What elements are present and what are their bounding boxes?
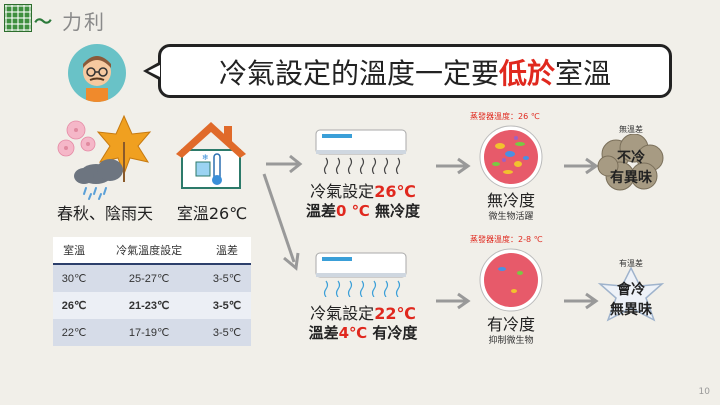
bottom-diff: 溫差4℃ 有冷度 (292, 322, 434, 343)
top-evap-sub: 微生物活躍 (488, 212, 534, 222)
table-cell: 26℃ (53, 292, 96, 319)
top-diff-prefix: 溫差 (305, 202, 336, 220)
weather-label: 春秋、陰雨天 (56, 204, 153, 223)
house-icon: ❄ (174, 118, 248, 190)
top-diff: 溫差0 ℃ 無冷度 (292, 200, 434, 221)
table-header: 室溫 (53, 237, 96, 265)
headline-suffix: 室溫 (555, 57, 612, 90)
microbe-petri-dish-icon (478, 124, 544, 190)
bottom-ac-prefix: 冷氣設定 (310, 304, 375, 323)
bottom-result-tag: 有溫差 (619, 259, 643, 268)
headline-highlight: 低於 (498, 57, 555, 90)
table-cell: 17-19℃ (95, 319, 203, 346)
brand-logo-text: 力利 (62, 10, 106, 34)
table-row: 30℃ 25-27℃ 3-5℃ (53, 264, 251, 292)
bottom-result-1: 會冷 (617, 282, 645, 298)
table-cell: 3-5℃ (203, 264, 251, 292)
bottom-evaporator-temp: 蒸發器溫度：2-8 ℃ (470, 235, 543, 244)
microbe-petri-dish-icon (478, 247, 544, 313)
bottom-evap-sub: 抑制微生物 (488, 336, 534, 346)
top-result-2: 有異味 (610, 170, 652, 186)
arrow-right-icon (432, 156, 472, 176)
table-header: 溫差 (203, 237, 251, 265)
table-cell: 25-27℃ (95, 264, 203, 292)
table-row: 22℃ 17-19℃ 3-5℃ (53, 319, 251, 346)
top-diff-value: 0 ℃ (335, 202, 370, 220)
table-cell: 3-5℃ (203, 319, 251, 346)
bottom-diff-value: 4℃ (338, 324, 368, 342)
top-ac-setting: 冷氣設定26℃ (292, 178, 434, 202)
wave-logo-icon: 〜 (34, 12, 52, 33)
fresh-star-icon (594, 266, 668, 326)
table-row: 26℃ 21-23℃ 3-5℃ (53, 292, 251, 319)
bottom-diff-suffix: 有冷度 (372, 324, 418, 342)
top-ac-value: 26℃ (374, 182, 416, 201)
top-diff-suffix: 無冷度 (375, 202, 421, 220)
table-header: 冷氣溫度設定 (95, 237, 203, 265)
room-temp-label: 室溫26℃ (176, 204, 248, 223)
headline: 冷氣設定的溫度一定要低於室溫 (160, 52, 670, 92)
top-result-1: 不冷 (617, 150, 645, 166)
headline-prefix: 冷氣設定的溫度一定要 (218, 57, 499, 90)
table-cell: 30℃ (53, 264, 96, 292)
bottom-evap-title: 有冷度 (486, 315, 535, 334)
page-number: 10 (698, 387, 710, 397)
svg-text:❄: ❄ (202, 153, 209, 162)
top-evaporator-temp: 蒸發器溫度：26 ℃ (470, 112, 540, 121)
arrow-right-icon (560, 291, 600, 311)
arrow-right-icon (560, 156, 600, 176)
top-evap-title: 無冷度 (486, 191, 535, 210)
branch-arrows (256, 150, 306, 280)
bottom-ac-value: 22℃ (374, 304, 416, 323)
bottom-ac-setting: 冷氣設定22℃ (292, 300, 434, 324)
table-cell: 21-23℃ (95, 292, 203, 319)
bottom-result-2: 無異味 (610, 302, 652, 318)
table-cell: 22℃ (53, 319, 96, 346)
table-cell: 3-5℃ (203, 292, 251, 319)
presenter-avatar (68, 44, 126, 102)
top-result-tag: 無溫差 (619, 125, 643, 134)
temperature-table: 室溫 冷氣溫度設定 溫差 30℃ 25-27℃ 3-5℃ 26℃ 21-23℃ … (53, 237, 251, 346)
weather-illustration (54, 112, 158, 200)
bubble-tail-inner (148, 65, 160, 77)
smelly-cloud-icon (596, 133, 666, 192)
top-ac-prefix: 冷氣設定 (310, 182, 375, 201)
bottom-diff-prefix: 溫差 (308, 324, 339, 342)
air-conditioner-icon (314, 251, 408, 298)
qr-logo-icon (4, 4, 32, 32)
arrow-right-icon (432, 291, 472, 311)
air-conditioner-icon (314, 128, 408, 175)
